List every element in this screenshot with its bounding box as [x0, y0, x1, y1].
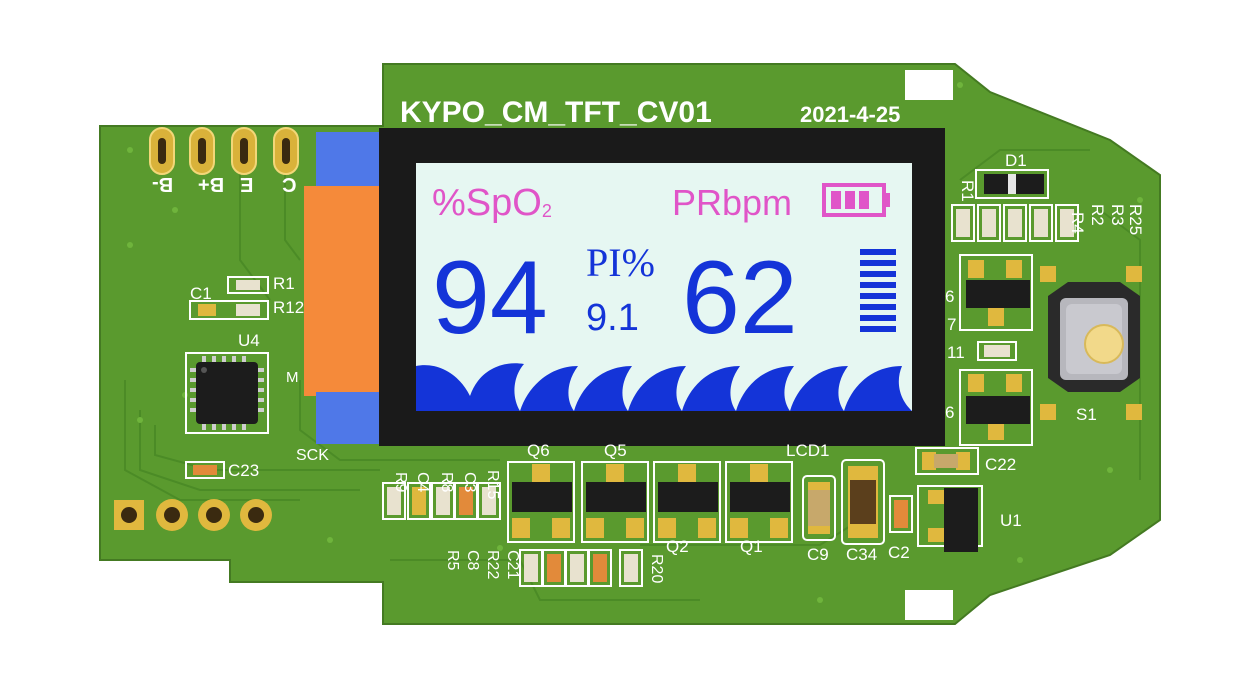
- board-title: KYPO_CM_TFT_CV01: [400, 96, 712, 129]
- right-components: [915, 169, 1079, 552]
- label-r9: R9: [392, 472, 409, 493]
- label-s1: S1: [1076, 405, 1097, 424]
- label-q6: Q6: [527, 441, 550, 460]
- push-button-s1[interactable]: [1040, 266, 1142, 420]
- label-r3: R3: [1108, 204, 1127, 226]
- label-r4: R4: [1068, 212, 1087, 234]
- label-q1: Q1: [740, 537, 763, 556]
- signal-strength-bars: [860, 249, 896, 332]
- label-r1: R1: [273, 274, 295, 293]
- label-c8: C8: [464, 550, 481, 571]
- label-c21: C21: [504, 550, 521, 579]
- label-c34: C34: [846, 545, 877, 564]
- label-r22: R22: [484, 550, 501, 579]
- pin-label-c: C: [282, 173, 296, 195]
- label-r12: R12: [273, 298, 304, 317]
- label-c22: C22: [985, 455, 1016, 474]
- label-c3: C3: [461, 472, 478, 493]
- label-11: 11: [947, 343, 965, 362]
- label-q2: Q2: [666, 537, 689, 556]
- flex-cable-blue-top: [316, 132, 380, 190]
- pin-label-b-minus: B-: [152, 173, 173, 195]
- bottom-resistors: [382, 482, 643, 587]
- pleth-waveform: [416, 363, 912, 411]
- label-sck: SCK: [296, 447, 329, 464]
- label-r15: R15: [484, 470, 501, 499]
- label-6b: 6: [945, 403, 954, 422]
- label-c4: C4: [414, 472, 431, 493]
- label-r25: R25: [1126, 204, 1145, 235]
- label-c9: C9: [807, 545, 829, 564]
- battery-icon: [822, 183, 890, 217]
- transistors: [507, 461, 793, 543]
- label-u4: U4: [238, 331, 260, 350]
- label-q5: Q5: [604, 441, 627, 460]
- label-c1: C1: [190, 284, 212, 303]
- pr-label: PRbpm: [672, 182, 792, 223]
- flex-cable-blue-bottom: [316, 392, 380, 444]
- label-u1: U1: [1000, 511, 1022, 530]
- fiducial-top: [905, 70, 953, 100]
- label-7: 7: [947, 315, 956, 334]
- label-lcd1: LCD1: [786, 441, 829, 460]
- label-r8: R8: [438, 472, 455, 493]
- label-r1-right: R1: [958, 180, 977, 202]
- pi-value: 9.1: [586, 297, 639, 339]
- label-c23: C23: [228, 461, 259, 480]
- label-r5: R5: [444, 550, 461, 571]
- spo2-value: 94: [432, 240, 548, 356]
- left-components: [185, 276, 269, 479]
- fiducial-bottom: [905, 590, 953, 620]
- pin-label-b-plus: B+: [198, 173, 224, 195]
- label-m: M: [286, 369, 299, 386]
- label-r2: R2: [1088, 204, 1107, 226]
- top-pin-pads: [149, 127, 299, 175]
- label-r20: R20: [648, 554, 665, 583]
- flex-cable-orange: [304, 186, 380, 396]
- label-c2: C2: [888, 543, 910, 562]
- pin-label-e: E: [240, 173, 253, 195]
- bottom-pin-pads: [114, 499, 272, 531]
- spo2-label: %SpO2: [432, 182, 552, 224]
- label-d1: D1: [1005, 151, 1027, 170]
- bottom-right-capacitors: [802, 459, 913, 545]
- pcb-traces: [124, 149, 1141, 601]
- pr-value: 62: [682, 240, 798, 356]
- pcb-vias: [127, 82, 1143, 603]
- label-6a: 6: [945, 287, 954, 306]
- board-date: 2021-4-25: [800, 102, 900, 127]
- top-pin-labels: B- B+ E C: [152, 173, 296, 195]
- pi-label: PI%: [586, 240, 655, 285]
